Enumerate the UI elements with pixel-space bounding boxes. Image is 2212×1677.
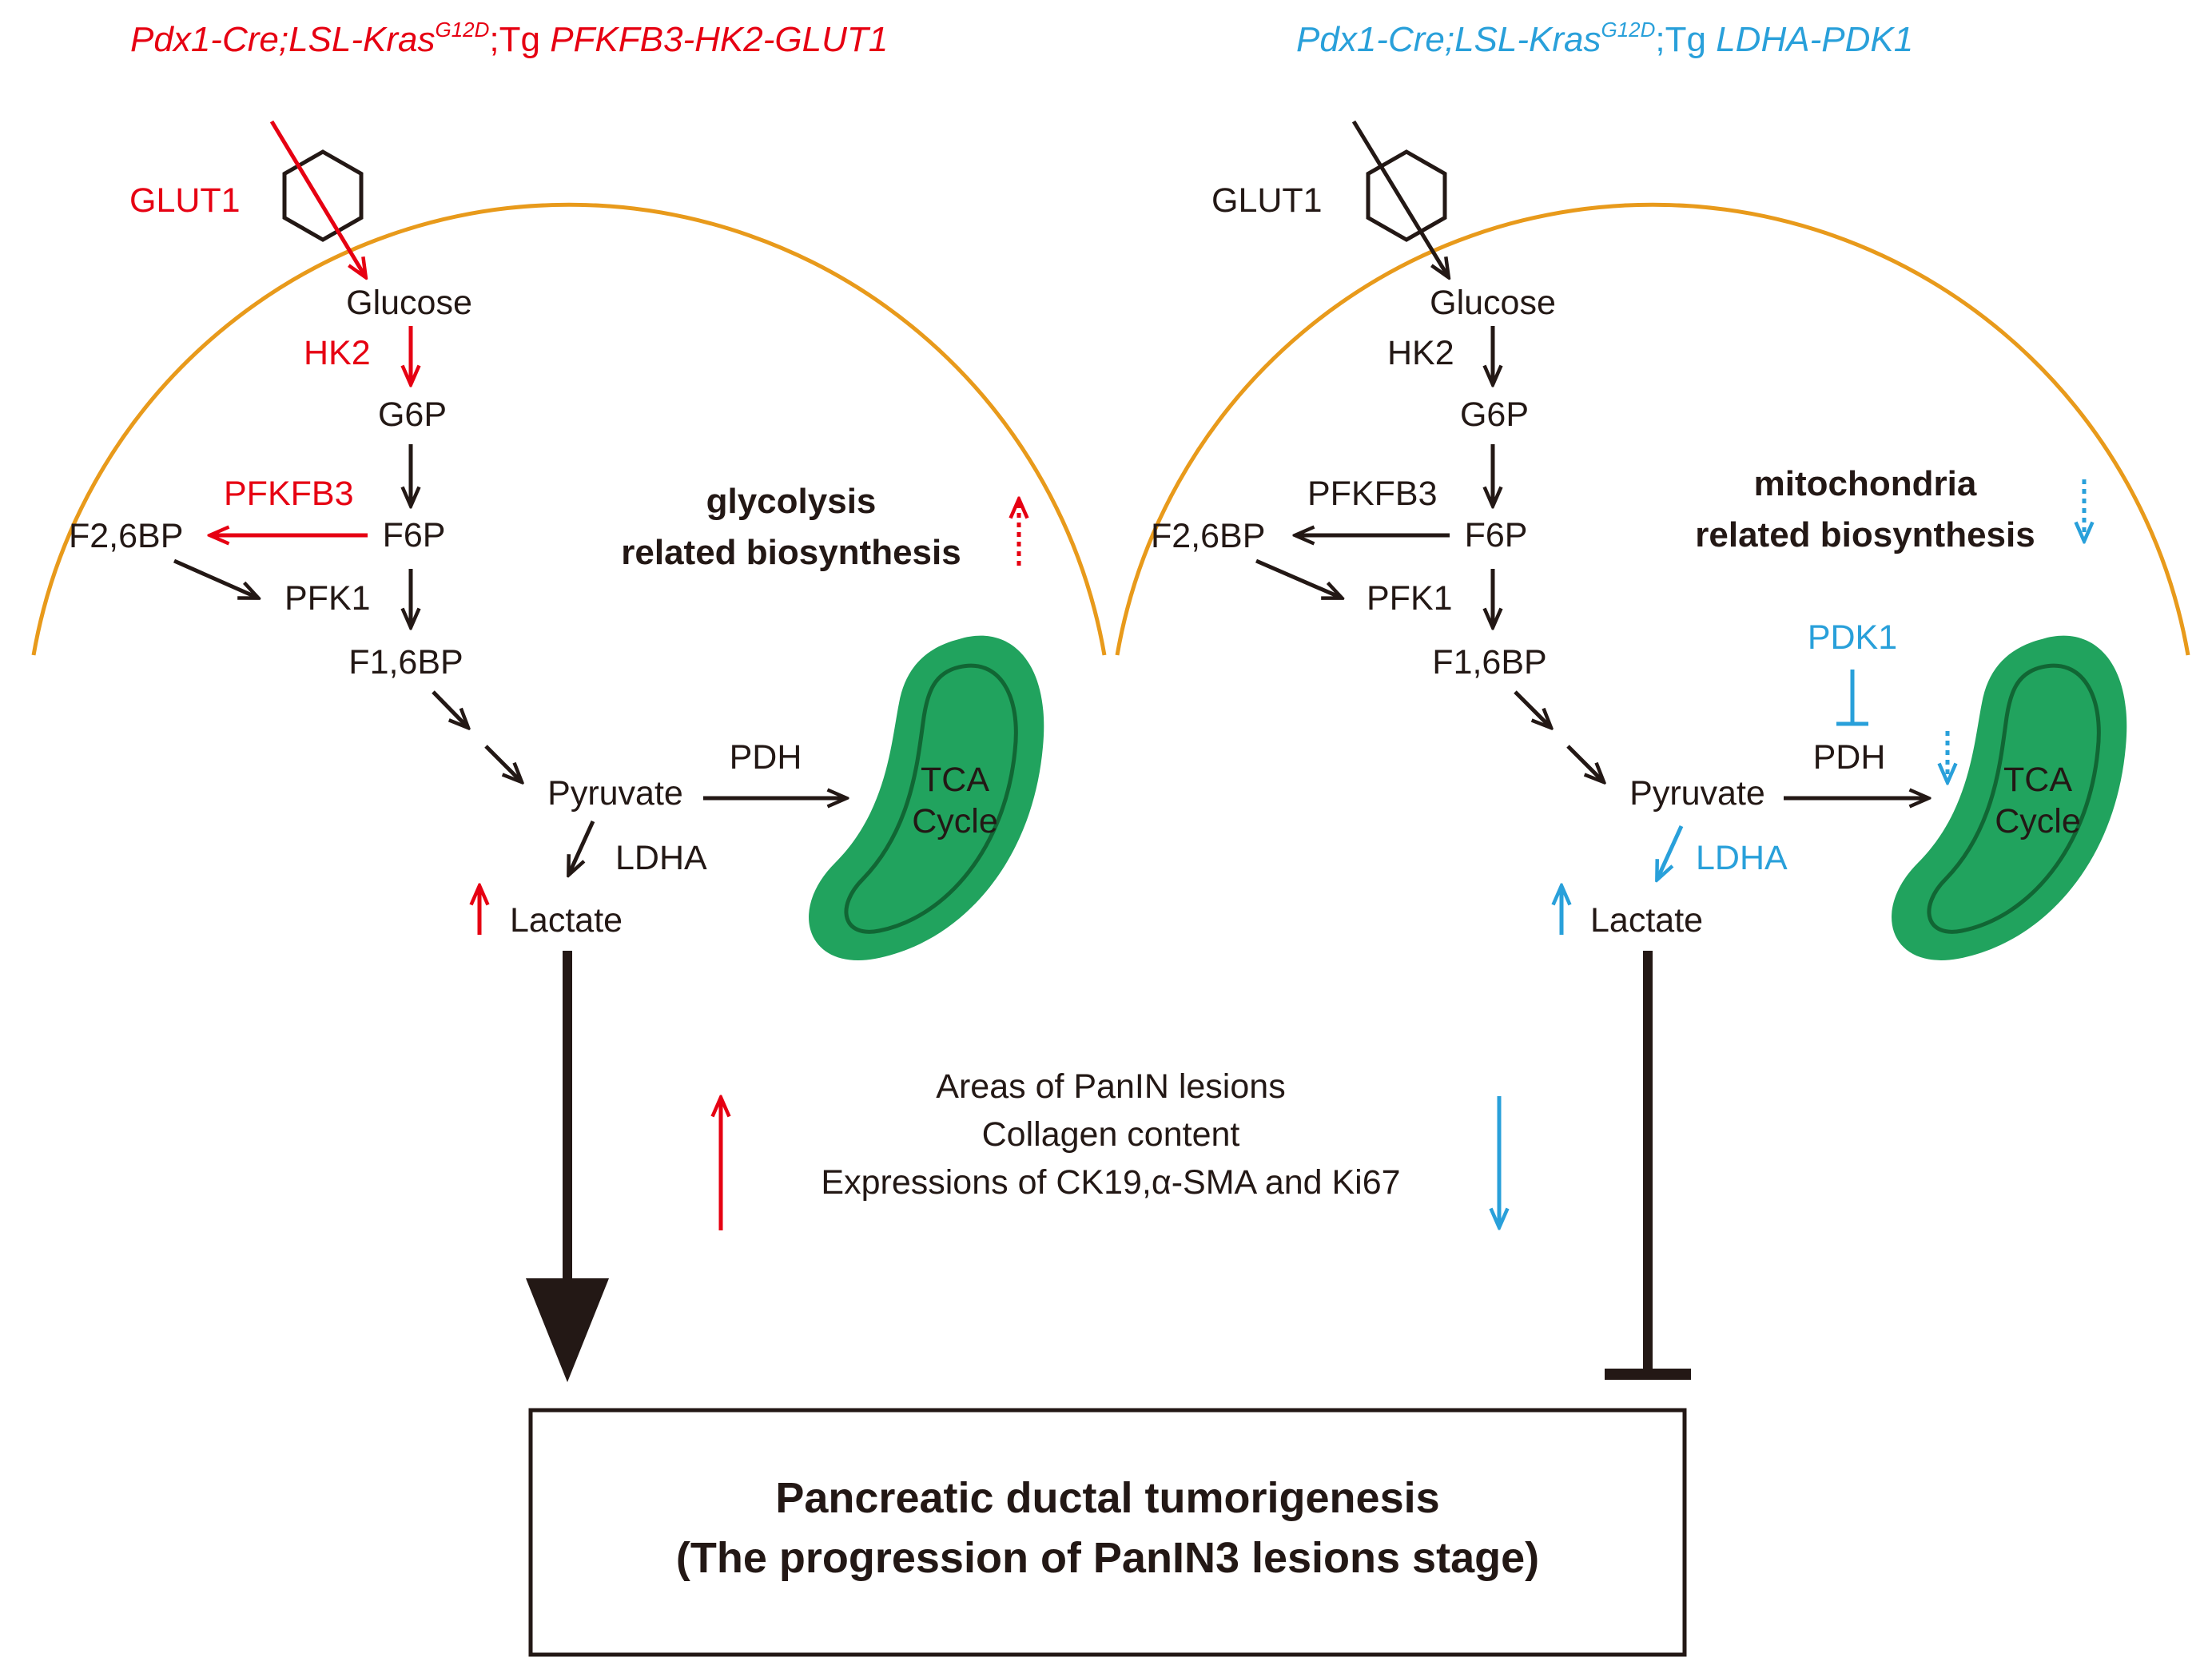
right-title-tg: ;Tg [1655, 20, 1716, 59]
right-title-prefix: Pdx1-Cre;LSL-Kras [1296, 20, 1601, 59]
right-pfkfb3-label: PFKFB3 [1307, 475, 1438, 513]
left-title-genes: PFKFB3-HK2-GLUT1 [550, 20, 888, 59]
left-f6p-label: F6P [383, 516, 446, 554]
left-f26bp-activation-arrow [173, 558, 257, 598]
left-mitochondrion-icon [809, 635, 1044, 960]
right-tca-label-line2: Cycle [1995, 802, 2081, 840]
right-glucose-import-arrow [1351, 120, 1448, 276]
left-f16bp-label: F1,6BP [348, 643, 463, 682]
left-tca-label-line1: TCA [921, 761, 989, 799]
right-panel: Pdx1-Cre;LSL-KrasG12D;Tg LDHA-PDK1 GLUT1… [1115, 18, 2190, 960]
right-hk2-label: HK2 [1387, 334, 1454, 372]
outcome-box [528, 1408, 1687, 1657]
center-effects: Areas of PanIN lesions Collagen content … [721, 1067, 1499, 1230]
left-g6p-label: G6P [378, 395, 447, 434]
right-f16bp-arrow-1 [1514, 690, 1550, 727]
right-g6p-label: G6P [1460, 395, 1529, 434]
left-ldha-arrow [569, 820, 595, 874]
right-biosynthesis-line1: mitochondria [1754, 464, 1977, 503]
left-glucose-import-arrow [269, 120, 365, 276]
right-genotype-title: Pdx1-Cre;LSL-KrasG12D;Tg LDHA-PDK1 [1296, 18, 1913, 59]
right-f16bp-label: F1,6BP [1432, 643, 1546, 682]
effects-line2: Collagen content [982, 1115, 1240, 1154]
left-ldha-label: LDHA [615, 839, 707, 877]
left-title-tg: ;Tg [489, 20, 550, 59]
effects-line3: Expressions of CK19,α-SMA and Ki67 [821, 1163, 1400, 1202]
left-title-prefix: Pdx1-Cre;LSL-Kras [130, 20, 435, 59]
right-pyruvate-label: Pyruvate [1629, 774, 1765, 813]
left-lactate-label: Lactate [510, 901, 623, 940]
right-title-genes: LDHA-PDK1 [1716, 20, 1913, 59]
left-panel: Pdx1-Cre;LSL-KrasG12D;Tg PFKFB3-HK2-GLUT… [31, 18, 1107, 960]
right-ldha-label: LDHA [1696, 839, 1788, 877]
right-glut1-label: GLUT1 [1211, 181, 1323, 220]
left-f16bp-arrow-1 [432, 690, 467, 727]
left-promotion-arrowhead [526, 1278, 609, 1382]
left-tca-label-line2: Cycle [912, 802, 998, 840]
right-f26bp-label: F2,6BP [1151, 517, 1265, 555]
outcome-line1: Pancreatic ductal tumorigenesis [775, 1474, 1439, 1522]
left-biosynthesis-line2: related biosynthesis [621, 533, 961, 572]
left-f26bp-label: F2,6BP [69, 517, 183, 555]
left-genotype-title: Pdx1-Cre;LSL-KrasG12D;Tg PFKFB3-HK2-GLUT… [130, 18, 888, 59]
left-f16bp-arrow-2 [484, 745, 521, 781]
right-title-superscript: G12D [1601, 18, 1655, 42]
effects-line1: Areas of PanIN lesions [936, 1067, 1285, 1106]
right-biosynthesis-line2: related biosynthesis [1695, 515, 2035, 554]
left-pfkfb3-label: PFKFB3 [224, 475, 354, 513]
left-title-superscript: G12D [435, 18, 489, 42]
left-biosynthesis-line1: glycolysis [706, 482, 877, 521]
right-lactate-label: Lactate [1590, 901, 1703, 940]
right-ldha-arrow [1657, 825, 1684, 879]
right-pdk1-label: PDK1 [1808, 618, 1897, 657]
right-pfk1-label: PFK1 [1367, 579, 1453, 618]
right-pdh-label: PDH [1813, 738, 1886, 777]
left-cell-membrane [31, 202, 1107, 656]
right-f6p-label: F6P [1465, 516, 1528, 554]
left-pyruvate-label: Pyruvate [547, 774, 683, 813]
right-f26bp-activation-arrow [1255, 558, 1341, 598]
left-hk2-label: HK2 [304, 334, 371, 372]
left-glut1-label: GLUT1 [129, 181, 241, 220]
right-glucose-label: Glucose [1430, 284, 1556, 322]
outcome-line2: (The progression of PanIN3 lesions stage… [676, 1534, 1539, 1582]
right-cell-membrane [1115, 202, 2190, 656]
left-glucose-label: Glucose [346, 284, 472, 322]
right-tca-label-line1: TCA [2003, 761, 2072, 799]
right-f16bp-arrow-2 [1566, 745, 1603, 781]
left-pdh-label: PDH [730, 738, 802, 777]
left-pfk1-label: PFK1 [284, 579, 371, 618]
right-mitochondrion-icon [1892, 635, 2127, 960]
